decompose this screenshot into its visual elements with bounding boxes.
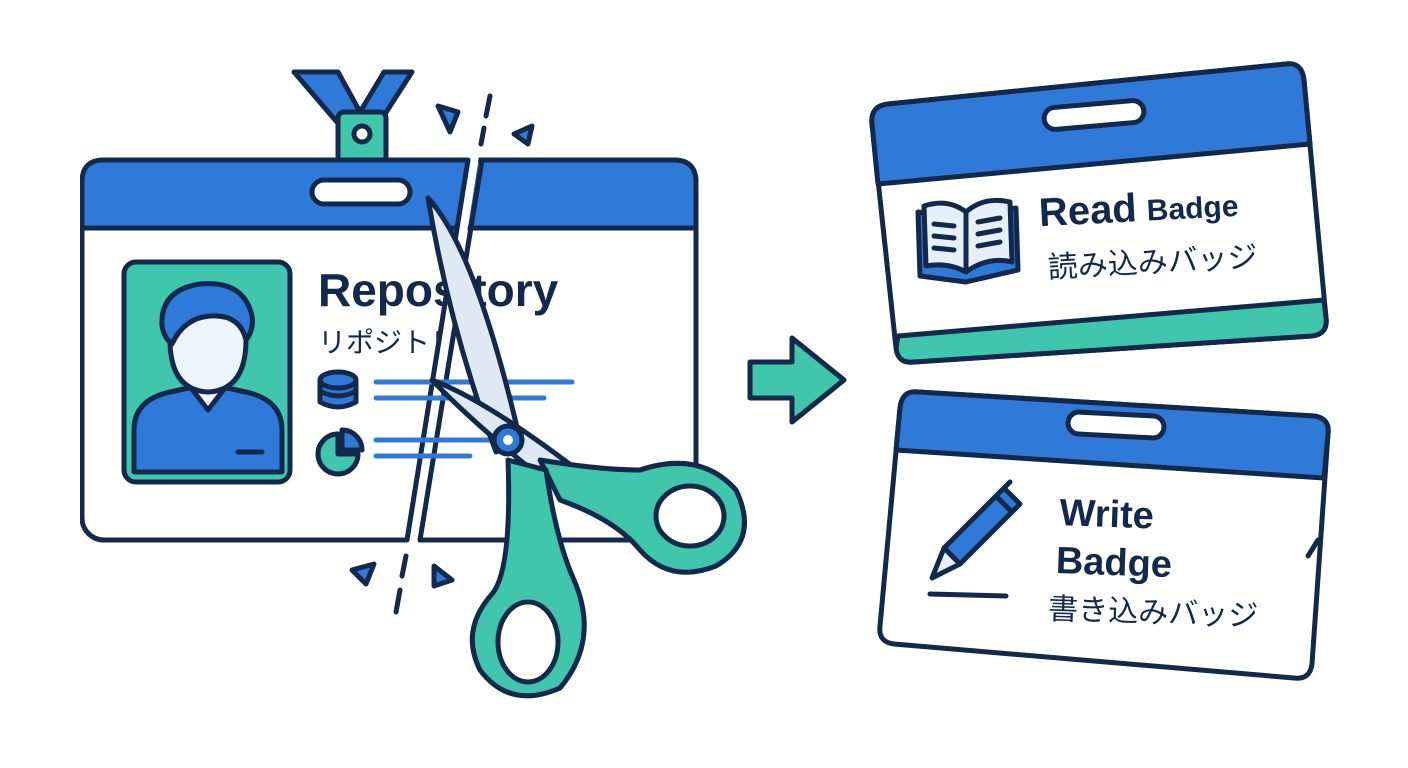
write-badge-title-line2: Badge [1055, 540, 1173, 586]
read-badge-title-bold: Read [1038, 186, 1138, 235]
open-book-icon [915, 197, 1021, 285]
read-badge-slot [1041, 98, 1147, 132]
data-lines-bottom [373, 437, 513, 459]
pen-icon [927, 479, 1023, 599]
database-icon [317, 369, 359, 410]
write-badge: Write Badge 書き込みバッジ [877, 389, 1331, 681]
write-badge-subtitle: 書き込みバッジ [1048, 592, 1259, 634]
write-badge-title-line1: Write [1059, 492, 1155, 537]
arrow-right-icon [747, 335, 847, 425]
cut-sparks [349, 93, 535, 615]
read-badge-title-rest: Badge [1146, 190, 1239, 228]
pie-chart-icon [315, 427, 365, 477]
user-avatar-icon [121, 259, 293, 485]
repository-subtitle-left: リポジトリ [318, 326, 458, 359]
write-badge-slot [1065, 409, 1167, 441]
scissors-icon [425, 195, 747, 699]
